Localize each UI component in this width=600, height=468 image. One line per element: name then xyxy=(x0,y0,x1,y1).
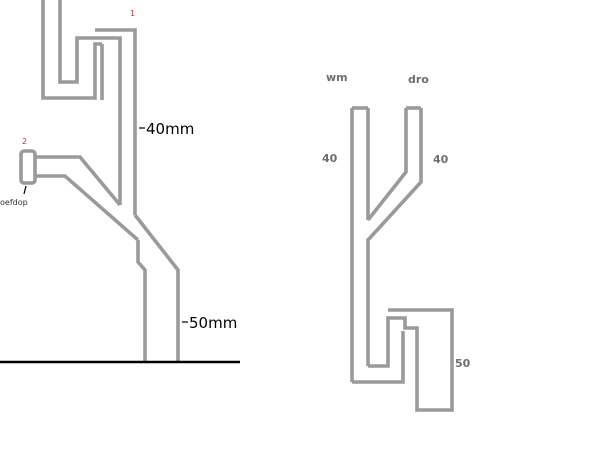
right-pipe-diagram: wm dro 40 40 50 xyxy=(322,71,471,412)
marker-1: 1 xyxy=(130,9,135,18)
left-cleanout-cap xyxy=(19,149,37,185)
left-branch-upper xyxy=(35,155,122,207)
label-40-left: 40 xyxy=(322,152,338,165)
cap-label: oefdop xyxy=(0,198,28,207)
label-40-right: 40 xyxy=(433,153,449,166)
left-stack-left-wall xyxy=(136,240,147,362)
tick-cap xyxy=(23,185,27,195)
label-40mm: 40mm xyxy=(146,120,194,138)
left-branch-lower xyxy=(35,174,140,242)
label-dro: dro xyxy=(408,73,429,86)
label-50mm: 50mm xyxy=(189,314,237,332)
left-trap-cap xyxy=(95,28,137,215)
label-50: 50 xyxy=(455,357,471,370)
left-trap-inner xyxy=(58,0,122,205)
marker-2: 2 xyxy=(22,137,27,146)
dro-pipe-left xyxy=(366,108,408,222)
left-trap-outer xyxy=(41,0,102,100)
trap-outer xyxy=(352,331,405,384)
dro-pipe-right xyxy=(366,108,423,366)
left-stack-right-wall xyxy=(133,213,180,362)
label-wm: wm xyxy=(326,71,348,84)
trap-inner xyxy=(368,308,454,412)
left-pipe-diagram: 1 2 oefdop 40mm 50mm xyxy=(0,0,240,364)
